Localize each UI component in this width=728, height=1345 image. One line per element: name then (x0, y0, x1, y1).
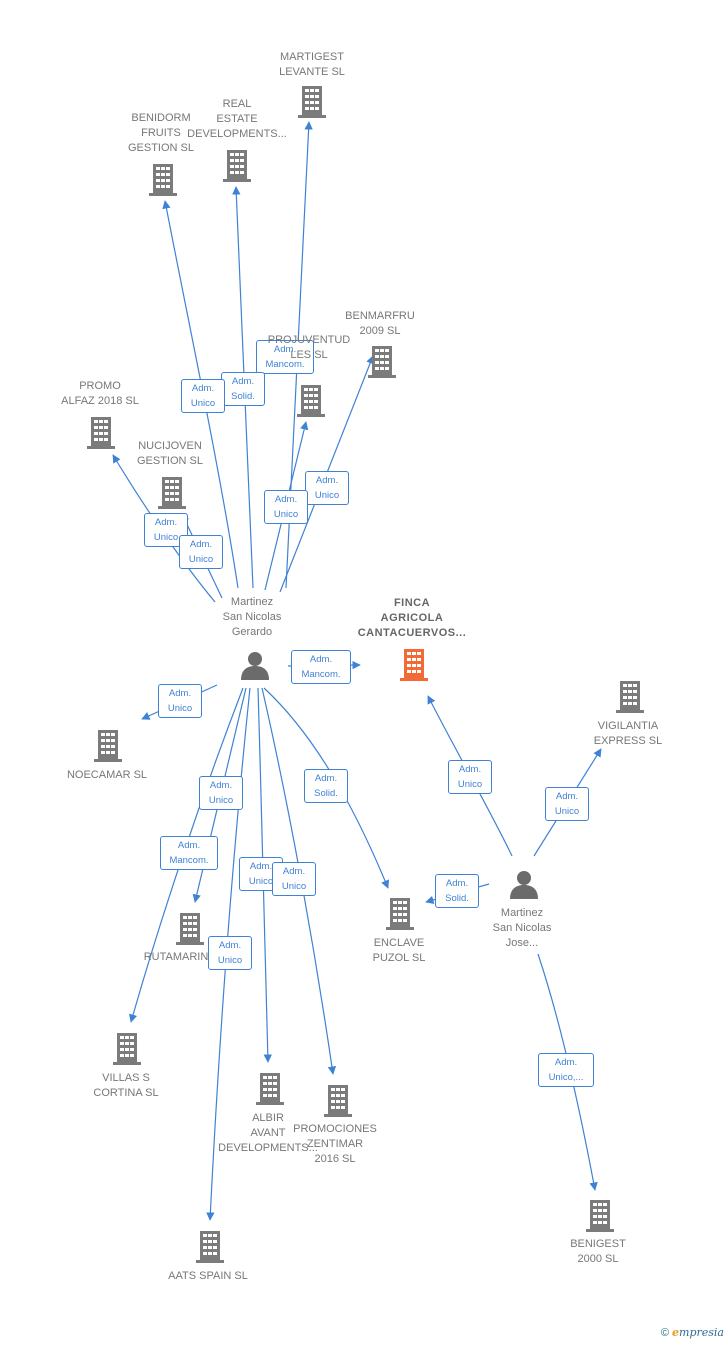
building-icon[interactable] (386, 898, 414, 930)
edge-label-e-noecamar[interactable]: Adm. Unico (158, 684, 202, 718)
edge-label-e-finca-g[interactable]: Adm. Mancom. (291, 650, 351, 684)
edge-label-e-promociones[interactable]: Adm. Unico (272, 862, 316, 896)
company-label-albir[interactable]: ALBIR AVANT DEVELOPMENTS... (218, 1112, 318, 1154)
company-label-martigest[interactable]: MARTIGEST LEVANTE SL (279, 51, 345, 78)
edge-label-e-benigest[interactable]: Adm. Unico,... (538, 1053, 594, 1087)
building-icon[interactable] (113, 1033, 141, 1065)
edge-label-e-vigilantia[interactable]: Adm. Unico (545, 787, 589, 821)
company-label-benigest[interactable]: BENIGEST 2000 SL (570, 1238, 626, 1265)
company-label-promo-alfaz[interactable]: PROMO ALFAZ 2018 SL (61, 380, 139, 407)
building-icon[interactable] (176, 913, 204, 945)
edge-label-e-enclave-j[interactable]: Adm. Solid. (435, 874, 479, 908)
building-icon[interactable] (297, 385, 325, 417)
edge-label-e-finca-j[interactable]: Adm. Unico (448, 760, 492, 794)
company-label-promociones[interactable]: PROMOCIONES ZENTIMAR 2016 SL (293, 1123, 377, 1165)
building-icon[interactable] (149, 164, 177, 196)
company-label-rutamarin[interactable]: RUTAMARIN (143, 951, 209, 963)
company-label-benidorm[interactable]: BENIDORM FRUITS GESTION SL (127, 112, 195, 154)
company-label-real-estate[interactable]: REAL ESTATE DEVELOPMENTS... (187, 98, 287, 140)
edge-label-e-benmarfru[interactable]: Adm. Unico (305, 471, 349, 505)
company-label-projuventud[interactable]: PROJUVENTUD LES SL (267, 334, 351, 361)
building-icon[interactable] (94, 730, 122, 762)
edge-label-e-nucijoven[interactable]: Adm. Unico (179, 535, 223, 569)
building-icon[interactable] (158, 477, 186, 509)
edge-label-e-benidorm[interactable]: Adm. Unico (181, 379, 225, 413)
person-icon[interactable] (241, 652, 269, 680)
building-icon[interactable] (400, 649, 428, 681)
company-label-nucijoven[interactable]: NUCIJOVEN GESTION SL (136, 440, 204, 467)
company-label-benmarfru[interactable]: BENMARFRU 2009 SL (345, 310, 415, 337)
building-icon[interactable] (256, 1073, 284, 1105)
building-icon[interactable] (616, 681, 644, 713)
edge-label-e-projuventud[interactable]: Adm. Unico (264, 490, 308, 524)
company-label-villas[interactable]: VILLAS S CORTINA SL (93, 1072, 159, 1099)
person-label-gerardo[interactable]: Martinez San Nicolas Gerardo (222, 596, 282, 638)
person-icon[interactable] (510, 871, 538, 899)
footer-brand: © empresia (661, 1326, 724, 1339)
edge-label-e-aats[interactable]: Adm. Unico (208, 936, 252, 970)
company-label-vigilantia[interactable]: VIGILANTIA EXPRESS SL (593, 720, 663, 747)
copyright-icon: © (660, 1327, 669, 1339)
building-icon[interactable] (196, 1231, 224, 1263)
company-label-aats[interactable]: AATS SPAIN SL (168, 1270, 248, 1282)
edge-label-e-rutamarin[interactable]: Adm. Unico (199, 776, 243, 810)
edge-label-e-real-estate[interactable]: Adm. Solid. (221, 372, 265, 406)
edge-label-e-martigest[interactable]: Adm. Mancom. (256, 340, 314, 374)
building-icon[interactable] (586, 1200, 614, 1232)
empresia-logo: empresia (672, 1326, 724, 1339)
person-label-jose[interactable]: Martinez San Nicolas Jose... (492, 907, 552, 949)
edge-label-e-enclave-g[interactable]: Adm. Solid. (304, 769, 348, 803)
edge-label-e-villas[interactable]: Adm. Mancom. (160, 836, 218, 870)
company-label-noecamar[interactable]: NOECAMAR SL (66, 769, 148, 781)
company-label-enclave[interactable]: ENCLAVE PUZOL SL (372, 937, 426, 964)
company-label-finca[interactable]: FINCA AGRICOLA CANTACUERVOS... (357, 597, 467, 639)
